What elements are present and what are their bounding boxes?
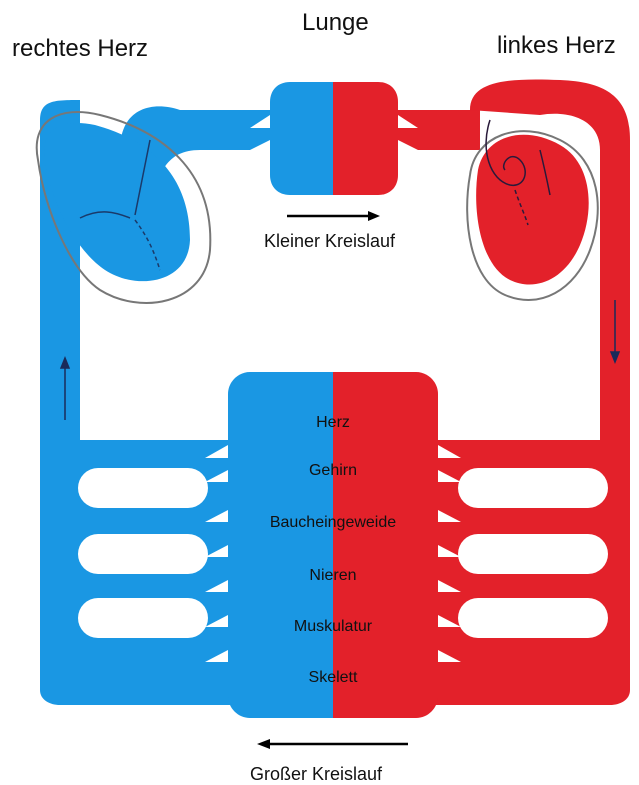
arterial-capillary-loops (438, 445, 608, 662)
lung-block (250, 82, 418, 195)
large-circulation-label: Großer Kreislauf (250, 764, 383, 784)
organ-label-kidneys: Nieren (309, 567, 356, 584)
lung-red-half (333, 82, 398, 195)
large-circulation-arrow (257, 739, 408, 749)
organ-label-skeleton: Skelett (309, 669, 358, 686)
organ-label-muscles: Muskulatur (294, 618, 373, 635)
small-circulation-label: Kleiner Kreislauf (264, 231, 396, 251)
organ-label-heart: Herz (316, 414, 350, 431)
lung-label: Lunge (302, 9, 369, 36)
organ-label-abdomen: Baucheingeweide (270, 514, 396, 531)
small-circulation-arrow (287, 211, 380, 221)
lung-blue-half (270, 82, 333, 195)
left-heart-label: linkes Herz (497, 32, 616, 59)
organ-label-brain: Gehirn (309, 462, 357, 479)
body-venous-return (40, 330, 230, 705)
left-heart (476, 135, 589, 285)
right-heart-label: rechtes Herz (12, 35, 148, 62)
